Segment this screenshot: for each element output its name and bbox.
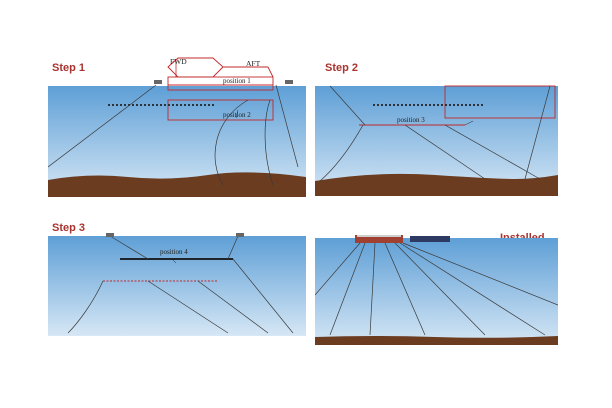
red-outline bbox=[359, 85, 556, 126]
step-3-diagram: position 4 bbox=[48, 233, 306, 336]
step-2-label: Step 2 bbox=[325, 62, 359, 74]
surface-buoys bbox=[106, 233, 244, 237]
seabed bbox=[48, 172, 306, 197]
installed-tanker bbox=[410, 236, 450, 242]
aft-annotation: AFT bbox=[246, 59, 261, 68]
mooring-lines bbox=[319, 85, 551, 182]
step-1-diagram: FWD AFT position 1 position 2 bbox=[48, 57, 306, 197]
mooring-lines bbox=[315, 242, 558, 336]
step-3-panel: position 4 bbox=[48, 233, 306, 336]
sea-water bbox=[315, 238, 558, 345]
step-3-label: Step 3 bbox=[52, 222, 86, 234]
position-2-annotation: position 2 bbox=[223, 111, 251, 119]
step-1-panel: FWD AFT position 1 position 2 bbox=[48, 55, 306, 197]
step-2-diagram: position 3 bbox=[315, 85, 558, 196]
sea-water bbox=[48, 236, 306, 336]
installed-diagram bbox=[315, 235, 558, 345]
fwd-annotation: FWD bbox=[170, 57, 187, 66]
step-2-panel: position 3 bbox=[315, 83, 558, 196]
position-1-annotation: position 1 bbox=[223, 77, 251, 85]
position-4-annotation: position 4 bbox=[160, 248, 188, 256]
position-3-annotation: position 3 bbox=[397, 116, 425, 124]
installed-platform bbox=[355, 235, 403, 243]
mooring-lines bbox=[67, 235, 294, 334]
seabed bbox=[315, 336, 558, 345]
installed-panel bbox=[315, 235, 558, 345]
surface-buoys bbox=[154, 80, 293, 84]
vessel-outline bbox=[167, 57, 274, 121]
seabed bbox=[315, 173, 558, 196]
mooring-lines bbox=[48, 84, 299, 186]
step-1-label: Step 1 bbox=[52, 62, 86, 74]
